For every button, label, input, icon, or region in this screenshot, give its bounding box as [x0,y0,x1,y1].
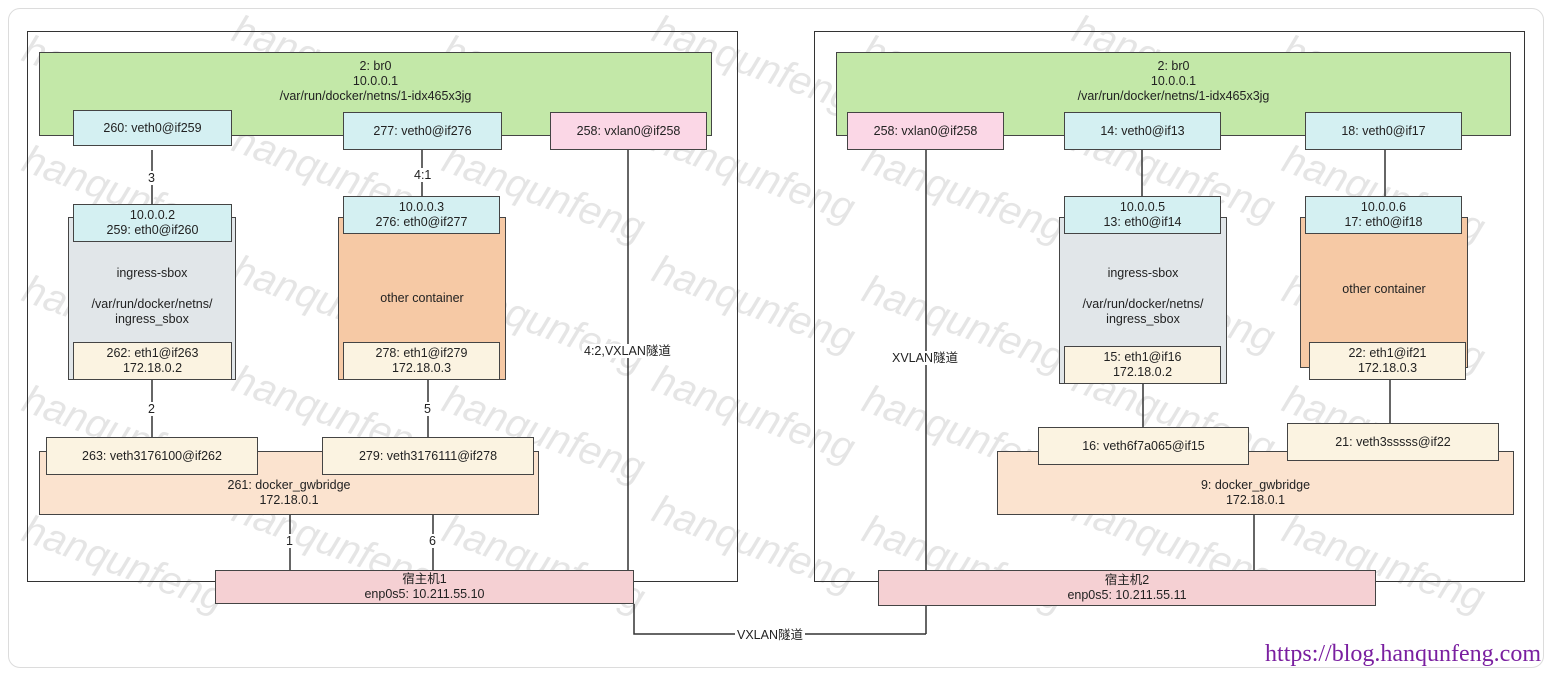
blog-url: https://blog.hanqunfeng.com [1265,641,1541,667]
ingress-path: /var/run/docker/netns/ [91,297,213,311]
host1-other-eth1: 278: eth1@if279 172.18.0.3 [343,342,500,380]
gw-veth-label: 21: veth3sssss@if22 [1335,434,1451,449]
gwbridge-name: 261: docker_gwbridge [227,478,351,492]
tunnel-label: VXLAN隧道 [735,628,805,642]
vxlan-label: 258: vxlan0@if258 [576,123,681,138]
other-title: other container [380,291,464,305]
machine-iface: enp0s5: 10.211.55.11 [1067,588,1187,602]
host2-veth18: 18: veth0@if17 [1305,112,1462,150]
host2-machine: 宿主机2 enp0s5: 10.211.55.11 [878,570,1376,606]
machine-name: 宿主机2 [1104,573,1150,587]
gw-veth-label: 16: veth6f7a065@if15 [1082,438,1205,453]
link-label-5: 5 [422,402,433,416]
host2-vxlan: 258: vxlan0@if258 [847,112,1004,150]
machine-iface: enp0s5: 10.211.55.10 [364,587,485,601]
host1-machine: 宿主机1 enp0s5: 10.211.55.10 [215,570,634,604]
host1-gw-veth-279: 279: veth3176111@if278 [322,437,534,475]
eth0-ip: 10.0.0.5 [1119,200,1166,214]
other-title: other container [1342,282,1426,296]
eth1-name: 22: eth1@if21 [1348,346,1427,360]
ingress-path-2: ingress_sbox [115,312,189,326]
link-label-6: 6 [427,534,438,548]
host2-gw-veth-16: 16: veth6f7a065@if15 [1038,427,1249,465]
link-label-4-1: 4:1 [412,168,434,182]
ingress-title: ingress-sbox [1107,266,1179,280]
eth0-name: 259: eth0@if260 [106,223,199,237]
host1-ingress-eth0: 10.0.0.2 259: eth0@if260 [73,204,232,242]
ingress-path: /var/run/docker/netns/ [1082,297,1204,311]
eth0-ip: 10.0.0.6 [1360,200,1407,214]
br0-name: 2: br0 [1157,59,1190,73]
veth-label: 18: veth0@if17 [1341,123,1426,138]
gw-veth-label: 263: veth3176100@if262 [82,448,222,463]
machine-name: 宿主机1 [402,572,447,586]
host1-gw-veth-263: 263: veth3176100@if262 [46,437,258,475]
host2-veth14: 14: veth0@if13 [1064,112,1221,150]
eth1-name: 15: eth1@if16 [1103,350,1182,364]
host2-other-eth1: 22: eth1@if21 172.18.0.3 [1309,342,1466,380]
gwbridge-ip: 172.18.0.1 [1225,493,1286,507]
veth-label: 14: veth0@if13 [1100,123,1185,138]
gwbridge-name: 9: docker_gwbridge [1200,478,1311,492]
br0-ip: 10.0.0.1 [1150,74,1197,88]
link-label-2: 2 [146,402,157,416]
eth1-ip: 172.18.0.2 [1112,365,1173,379]
eth0-name: 276: eth0@if277 [375,215,468,229]
ingress-path-2: ingress_sbox [1106,312,1180,326]
eth1-ip: 172.18.0.3 [391,361,452,375]
br0-ip: 10.0.0.1 [352,74,399,88]
link-label-vxlan-host2: XVLAN隧道 [890,351,960,365]
link-label-vxlan-host1: 4:2,VXLAN隧道 [582,344,673,358]
eth0-ip: 10.0.0.3 [398,200,445,214]
gwbridge-ip: 172.18.0.1 [259,493,319,507]
eth1-name: 262: eth1@if263 [106,346,199,360]
host1-veth260: 260: veth0@if259 [73,110,232,146]
host1-vxlan: 258: vxlan0@if258 [550,112,707,150]
host1-ingress-eth1: 262: eth1@if263 172.18.0.2 [73,342,232,380]
eth1-ip: 172.18.0.3 [1357,361,1418,375]
gw-veth-label: 279: veth3176111@if278 [358,448,498,463]
host2-ingress-eth0: 10.0.0.5 13: eth0@if14 [1064,196,1221,234]
veth-label: 260: veth0@if259 [103,120,202,135]
link-label-1: 1 [284,534,295,548]
br0-netns: /var/run/docker/netns/1-idx465x3jg [279,89,472,103]
host2-ingress-eth1: 15: eth1@if16 172.18.0.2 [1064,346,1221,384]
ingress-title: ingress-sbox [116,266,188,280]
eth0-name: 13: eth0@if14 [1103,215,1182,229]
host1-veth277: 277: veth0@if276 [343,112,502,150]
br0-name: 2: br0 [359,59,392,73]
br0-netns: /var/run/docker/netns/1-idx465x3jg [1077,89,1270,103]
vxlan-label: 258: vxlan0@if258 [873,123,978,138]
eth1-ip: 172.18.0.2 [122,361,183,375]
host1-other-eth0: 10.0.0.3 276: eth0@if277 [343,196,500,234]
link-label-3: 3 [146,171,157,185]
host2-gw-veth-21: 21: veth3sssss@if22 [1287,423,1499,461]
host2-other-eth0: 10.0.0.6 17: eth0@if18 [1305,196,1462,234]
eth0-name: 17: eth0@if18 [1344,215,1423,229]
veth-label: 277: veth0@if276 [373,123,472,138]
eth0-ip: 10.0.0.2 [129,208,176,222]
eth1-name: 278: eth1@if279 [375,346,468,360]
